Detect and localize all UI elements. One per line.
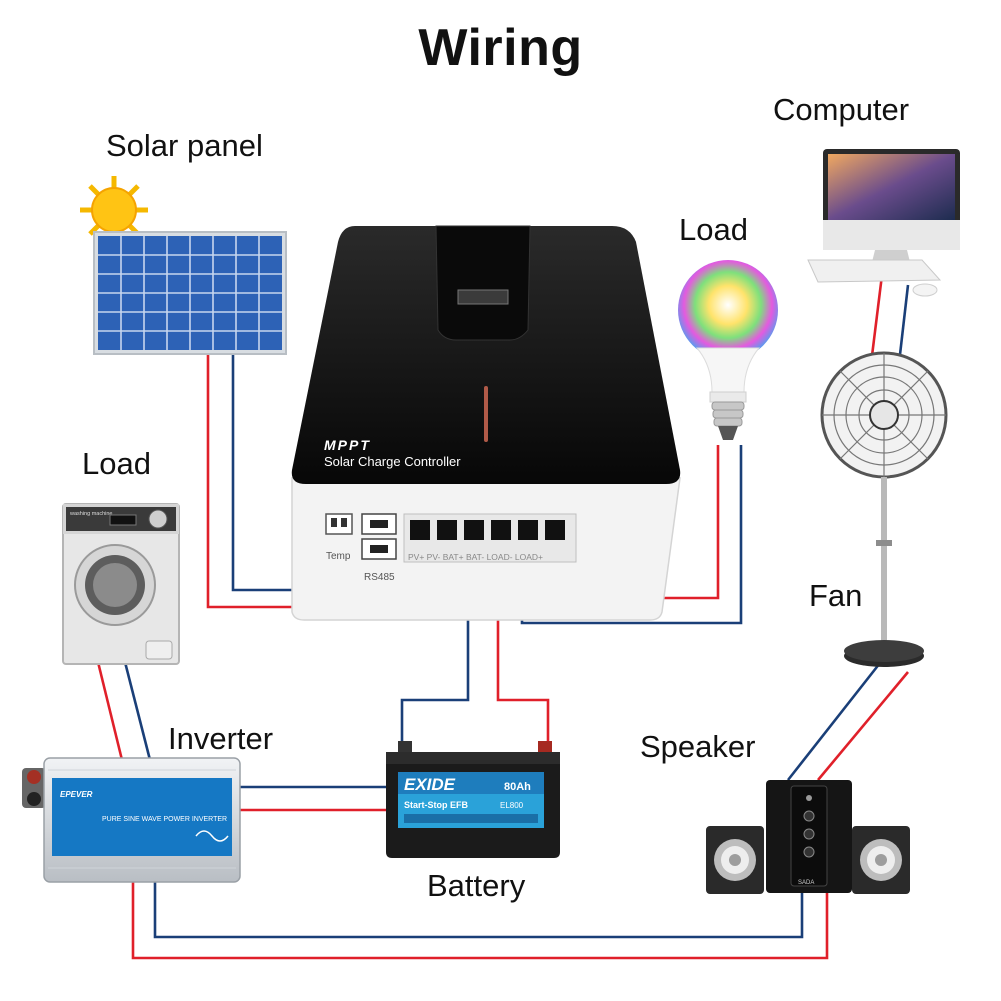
bulb-image — [678, 260, 778, 440]
label-load-bulb: Load — [679, 212, 748, 247]
wire-washer-positive — [96, 661, 124, 761]
controller-brand-text: MPPT — [324, 437, 371, 453]
inverter-label-text: PURE SINE WAVE POWER INVERTER — [102, 816, 227, 823]
label-inverter: Inverter — [168, 721, 274, 756]
speaker-image: SADA — [706, 780, 910, 894]
washing-machine-image: washing machine — [62, 503, 180, 665]
fan-image — [820, 351, 948, 667]
solar-panel-image — [93, 231, 287, 355]
inverter-image: EPEVER PURE SINE WAVE POWER INVERTER — [22, 757, 241, 883]
battery-capacity-text: 80Ah — [504, 781, 531, 793]
wire-bat-positive — [496, 545, 550, 748]
wire-bat-negative — [400, 545, 470, 748]
battery-code-text: EL800 — [500, 801, 524, 810]
wire-speaker-fan-positive — [817, 671, 909, 781]
battery-model-text: Start-Stop EFB — [404, 800, 468, 810]
washer-panel-text: washing machine — [69, 511, 113, 517]
controller-name-text: Solar Charge Controller — [324, 454, 461, 469]
wire-inverter-speaker-positive — [131, 880, 829, 960]
label-speaker: Speaker — [640, 729, 756, 764]
label-fan: Fan — [809, 578, 863, 613]
wire-speaker-fan-negative — [786, 662, 882, 781]
label-solar-panel: Solar panel — [106, 128, 263, 163]
label-battery: Battery — [427, 868, 526, 903]
charge-controller: Solar Charge Controller MPPT Temp RS485 … — [291, 225, 681, 621]
label-load-washer: Load — [82, 446, 151, 481]
label-computer: Computer — [773, 92, 910, 127]
wire-inverter-speaker-negative — [153, 880, 804, 939]
battery-brand-text: EXIDE — [404, 775, 456, 794]
rs485-label: RS485 — [364, 572, 395, 583]
wire-washer-negative — [123, 661, 152, 761]
terminal-labels: PV+ PV- BAT+ BAT- LOAD- LOAD+ — [408, 552, 543, 562]
computer-image — [807, 149, 960, 297]
speaker-brand-text: SADA — [798, 880, 814, 886]
battery-image: EXIDE 80Ah Start-Stop EFB EL800 — [386, 741, 560, 858]
temp-port-label: Temp — [326, 551, 351, 562]
inverter-brand-text: EPEVER — [60, 790, 93, 799]
diagram-title: Wiring — [418, 19, 583, 77]
